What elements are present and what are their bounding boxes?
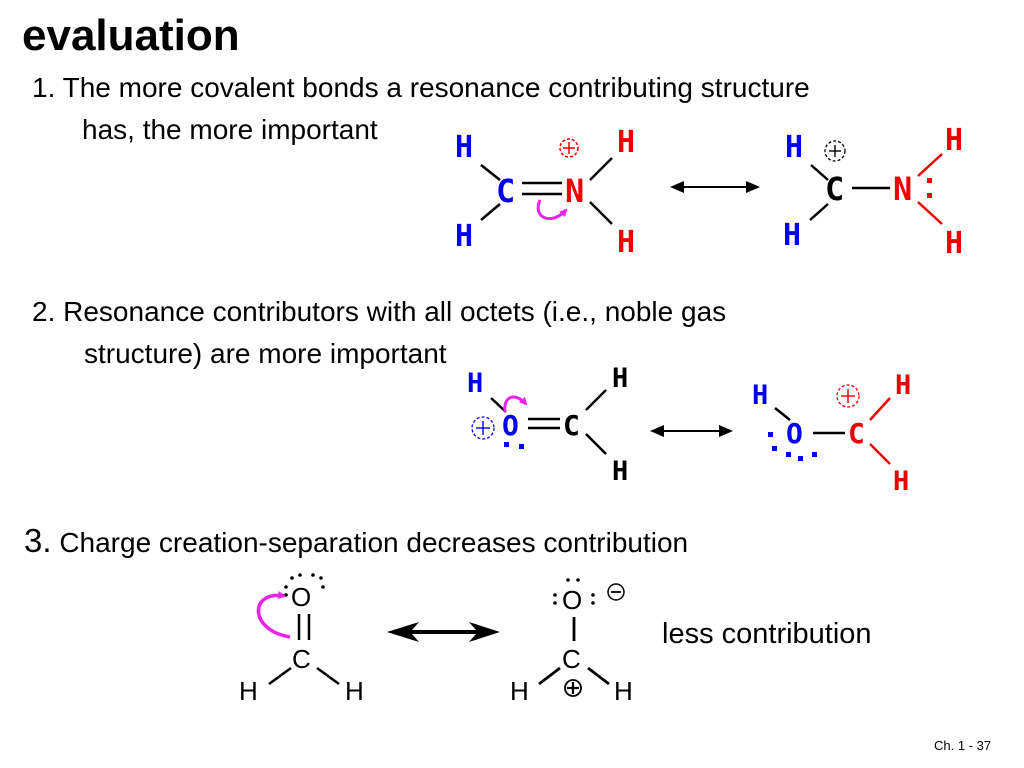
point-1-line-2: has, the more important <box>82 114 378 145</box>
structure-1-left: H H C N H H <box>455 125 635 260</box>
atom-h: H <box>510 676 529 706</box>
resonance-arrow-icon <box>387 622 500 642</box>
plus-charge-icon <box>564 679 582 697</box>
atom-h: H <box>895 370 911 401</box>
atom-h: H <box>614 676 633 706</box>
atom-o: O <box>786 417 803 450</box>
resonance-arrow-icon <box>670 181 760 193</box>
atom-h: H <box>239 676 258 706</box>
atom-h: H <box>455 130 473 165</box>
atom-h: H <box>345 676 364 706</box>
atom-c: C <box>563 409 580 442</box>
resonance-arrow-icon <box>650 425 733 437</box>
atom-h: H <box>617 225 635 260</box>
lone-pair-dots-icon <box>927 178 932 198</box>
point-3-text: Charge creation-separation decreases con… <box>59 527 689 558</box>
atom-h: H <box>612 363 628 394</box>
atom-c: C <box>292 644 311 674</box>
structure-2-left: H O C H H <box>467 363 628 487</box>
atom-h: H <box>783 218 801 253</box>
structure-3-right: O C H H <box>510 578 633 706</box>
atom-c: C <box>496 172 515 210</box>
atom-h: H <box>945 123 963 158</box>
atom-c: C <box>825 170 844 208</box>
structure-1-right: H H C N H H <box>783 123 963 261</box>
atom-c: C <box>562 644 581 674</box>
atom-h: H <box>893 466 909 497</box>
lone-pair-dots-icon <box>768 432 817 461</box>
lone-pair-dots-icon <box>284 573 325 597</box>
plus-charge-icon <box>824 140 846 162</box>
structure-3-left: O C H H <box>239 573 364 706</box>
curved-arrow-icon <box>536 199 568 221</box>
less-contribution-label: less contribution <box>662 618 872 650</box>
point-1-line-1: 1. The more covalent bonds a resonance c… <box>32 72 810 103</box>
atom-o: O <box>562 585 582 615</box>
lone-pair-dots-icon <box>504 442 524 449</box>
point-3: 3. Charge creation-separation decreases … <box>24 524 688 557</box>
minus-charge-icon <box>607 583 625 601</box>
plus-charge-icon <box>836 384 860 408</box>
curved-arrow-icon <box>256 591 291 639</box>
atom-h: H <box>752 380 768 411</box>
atom-h: H <box>612 456 628 487</box>
atom-n: N <box>565 172 584 210</box>
atom-o: O <box>502 409 519 442</box>
lone-pair-dots-icon <box>553 578 595 605</box>
slide-number: Ch. 1 - 37 <box>934 738 992 753</box>
atom-h: H <box>455 219 473 254</box>
plus-charge-icon <box>471 416 495 440</box>
point-3-number: 3. <box>24 522 52 559</box>
atom-h: H <box>785 130 803 165</box>
atom-o: O <box>291 582 311 612</box>
slide-title: evaluation <box>22 11 240 60</box>
atom-n: N <box>893 170 912 208</box>
atom-h: H <box>945 226 963 261</box>
structure-2-right: H O C H H <box>752 370 911 497</box>
plus-charge-icon <box>559 138 579 158</box>
atom-c: C <box>848 417 865 450</box>
point-2-line-2: structure) are more important <box>84 338 447 369</box>
atom-h: H <box>617 125 635 160</box>
atom-h: H <box>467 368 483 399</box>
curved-arrow-icon <box>503 395 528 413</box>
point-2-line-1: 2. Resonance contributors with all octet… <box>32 296 727 327</box>
